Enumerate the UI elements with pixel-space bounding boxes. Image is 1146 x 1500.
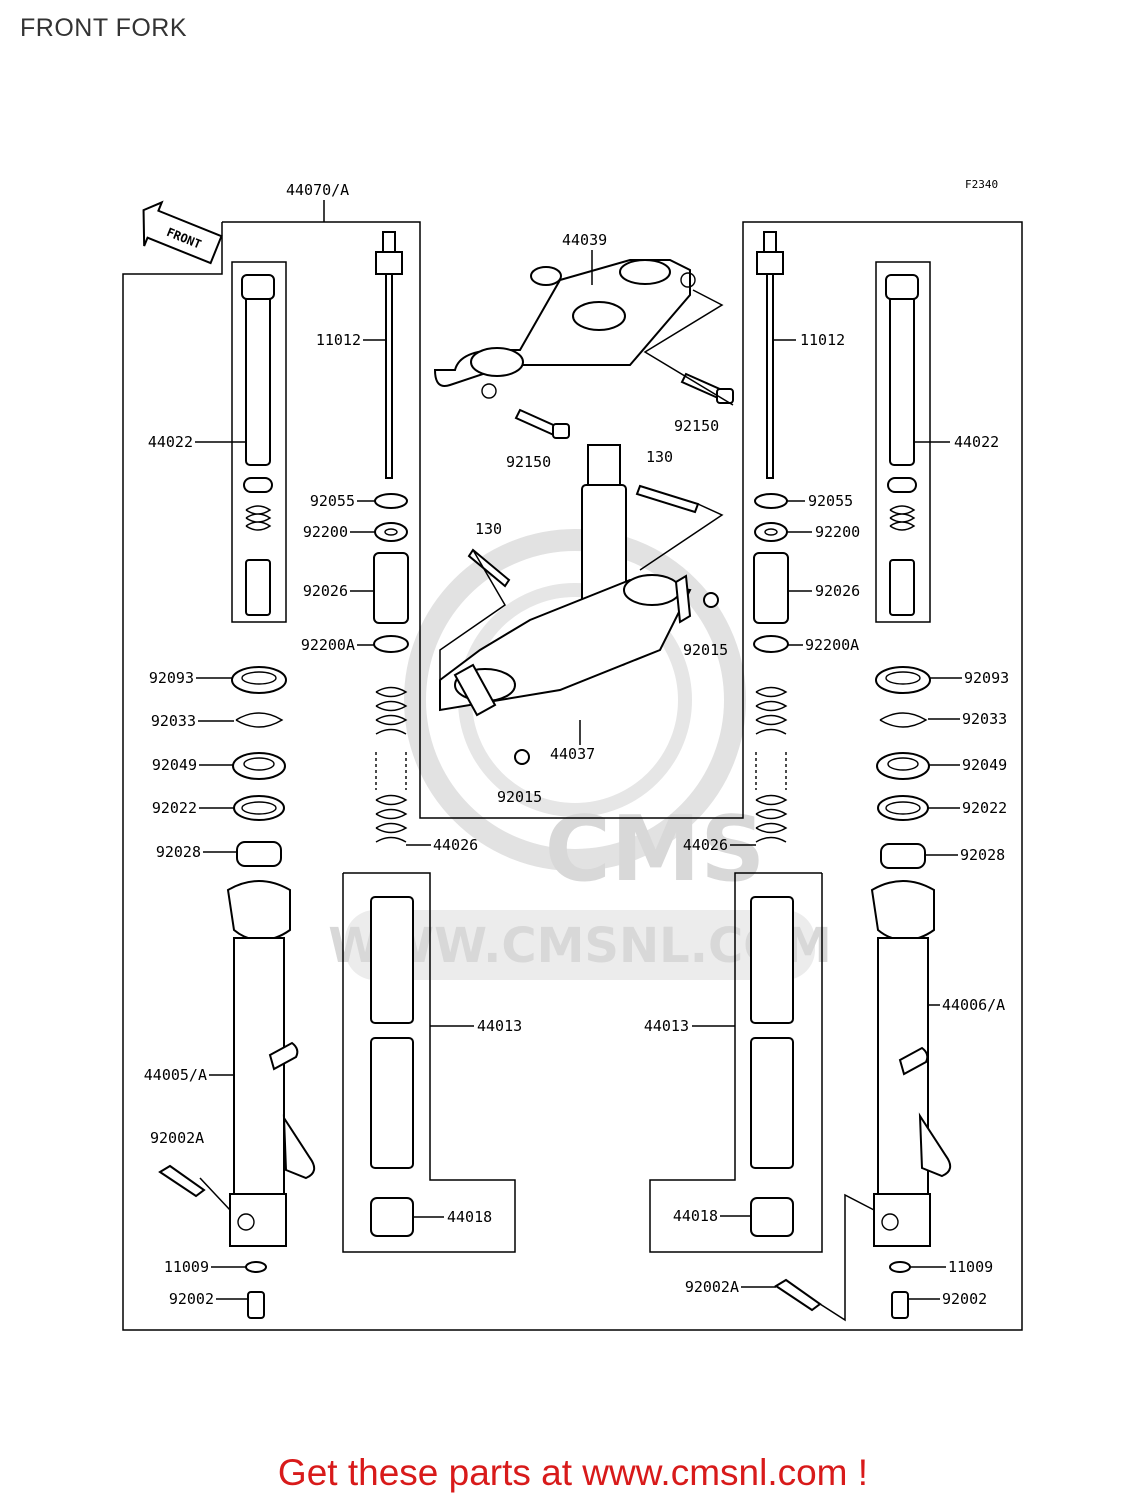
label-44018-right: 44018 xyxy=(673,1207,718,1225)
label-92150-a: 92150 xyxy=(506,453,551,471)
label-92002-right: 92002 xyxy=(942,1290,987,1308)
front-arrow-icon: FRONT xyxy=(142,200,223,265)
label-11012-right: 11012 xyxy=(800,331,845,349)
footer-link[interactable]: Get these parts at www.cmsnl.com ! xyxy=(277,1452,869,1493)
steering-stem xyxy=(439,444,719,765)
label-44070-a: 44070/A xyxy=(286,181,349,199)
label-92033-right: 92033 xyxy=(962,710,1007,728)
label-11012-left: 11012 xyxy=(316,331,361,349)
label-92150-b: 92150 xyxy=(674,417,719,435)
label-44022-left: 44022 xyxy=(148,433,193,451)
label-92002a-left: 92002A xyxy=(150,1129,204,1147)
upper-bracket xyxy=(433,259,696,399)
page-title: FRONT FORK xyxy=(20,14,188,42)
outer-tube-left xyxy=(226,880,316,1247)
label-92200-left: 92200 xyxy=(303,523,348,541)
label-44018-left: 44018 xyxy=(447,1208,492,1226)
label-92002a-right: 92002A xyxy=(685,1278,739,1296)
fork-small-parts-right xyxy=(753,493,789,843)
label-92093-left: 92093 xyxy=(149,669,194,687)
label-11009-left: 11009 xyxy=(164,1258,209,1276)
adjuster-rod-left xyxy=(375,231,403,479)
label-44026-left: 44026 xyxy=(433,836,478,854)
label-44039: 44039 xyxy=(562,231,607,249)
damper-rod-left xyxy=(241,274,275,616)
label-92002-left: 92002 xyxy=(169,1290,214,1308)
label-92200a-left: 92200A xyxy=(301,636,355,654)
svg-text:CMS: CMS xyxy=(545,797,765,902)
fork-seals-right xyxy=(875,666,931,869)
damper-rod-right xyxy=(885,274,919,616)
adjuster-rod-right xyxy=(756,231,784,479)
leader-lines xyxy=(195,250,962,1322)
label-92022-left: 92022 xyxy=(152,799,197,817)
label-130-b: 130 xyxy=(475,520,502,538)
label-92049-right: 92049 xyxy=(962,756,1007,774)
fork-seals-left xyxy=(231,666,287,867)
label-44037: 44037 xyxy=(550,745,595,763)
label-92015-b: 92015 xyxy=(497,788,542,806)
inner-tube-left xyxy=(370,896,414,1237)
label-92028-left: 92028 xyxy=(156,843,201,861)
label-92200-right: 92200 xyxy=(815,523,860,541)
label-92093-right: 92093 xyxy=(964,669,1009,687)
label-92026-right: 92026 xyxy=(815,582,860,600)
figure-code: F2340 xyxy=(965,178,998,191)
label-92022-right: 92022 xyxy=(962,799,1007,817)
label-92055-left: 92055 xyxy=(310,492,355,510)
label-92033-left: 92033 xyxy=(151,712,196,730)
label-92015-a: 92015 xyxy=(683,641,728,659)
label-92200a-right: 92200A xyxy=(805,636,859,654)
label-92026-left: 92026 xyxy=(303,582,348,600)
outer-tube-right xyxy=(870,880,952,1247)
label-44006-a: 44006/A xyxy=(942,996,1005,1014)
label-44026-right: 44026 xyxy=(683,836,728,854)
label-44022-right: 44022 xyxy=(954,433,999,451)
label-44013-right: 44013 xyxy=(644,1017,689,1035)
label-92049-left: 92049 xyxy=(152,756,197,774)
fork-small-parts-left xyxy=(373,493,409,843)
label-44013-left: 44013 xyxy=(477,1017,522,1035)
watermark: WWW.CMSNL.COM CMS xyxy=(328,529,832,980)
label-44005-a: 44005/A xyxy=(144,1066,207,1084)
label-92055-right: 92055 xyxy=(808,492,853,510)
label-11009-right: 11009 xyxy=(948,1258,993,1276)
label-92028-right: 92028 xyxy=(960,846,1005,864)
label-130-a: 130 xyxy=(646,448,673,466)
inner-tube-right xyxy=(750,896,794,1237)
